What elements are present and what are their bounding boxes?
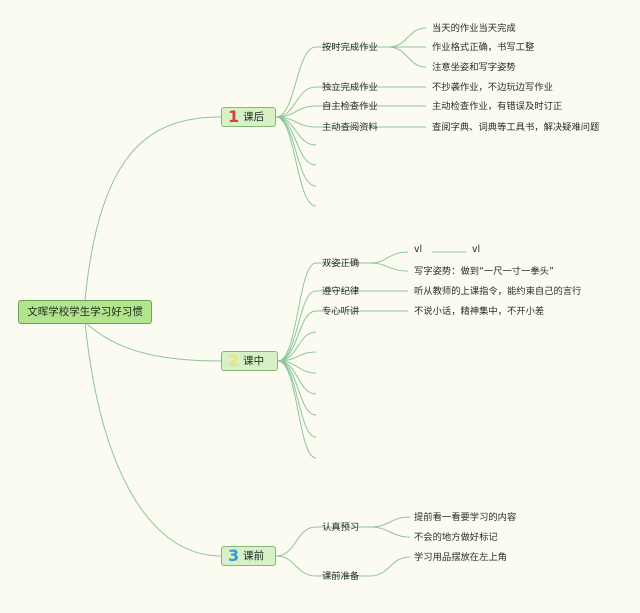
leaf-label[interactable]: 作业格式正确，书写工整 [432,42,535,53]
leaf-label[interactable]: 注意坐姿和写字姿势 [432,62,516,73]
leaf-label[interactable]: 写字姿势：做到“一尺一寸一拳头” [414,266,554,277]
leaf-label[interactable]: 不抄袭作业，不边玩边写作业 [432,82,553,93]
topic-label[interactable]: 自主检查作业 [322,101,378,112]
branch-label: 课后 [243,111,265,123]
topic-label[interactable]: 按时完成作业 [322,42,378,53]
branch-label: 课前 [243,550,265,562]
topic-label[interactable]: 双姿正确 [322,258,360,269]
leaf-label[interactable]: 当天的作业当天完成 [432,23,516,34]
topic-label[interactable]: 遵守纪律 [322,286,360,297]
leaf-label[interactable]: 查阅字典、词典等工具书，解决疑难问题 [432,122,600,133]
branch-after-class[interactable]: 1 课后 [221,107,276,127]
branch-number: 1 [228,107,240,126]
leaf-label[interactable]: 学习用品摆放在左上角 [414,552,507,563]
branch-in-class[interactable]: 2 课中 [221,351,278,371]
leaf-label[interactable]: 不会的地方做好标记 [414,532,498,543]
branch-number: 3 [228,546,240,565]
branch-number: 2 [228,351,240,370]
topic-label[interactable]: 主动查阅资料 [322,122,378,133]
topic-label[interactable]: 独立完成作业 [322,82,378,93]
topic-label[interactable]: 认真预习 [322,522,360,533]
leaf-label[interactable]: 主动检查作业，有错误及时订正 [432,101,563,112]
root-node[interactable]: 文晖学校学生学习好习惯 [18,300,152,324]
branch-before-class[interactable]: 3 课前 [221,546,276,566]
topic-label[interactable]: 专心听讲 [322,306,360,317]
topic-label[interactable]: 课前准备 [322,571,360,582]
leaf-label[interactable]: 提前看一看要学习的内容 [414,512,517,523]
leaf-label[interactable]: vl [472,244,481,255]
leaf-label[interactable]: vl [414,244,423,255]
leaf-label[interactable]: 听从教师的上课指令，能约束自己的言行 [414,286,582,297]
leaf-label[interactable]: 不说小话，精神集中，不开小差 [414,306,545,317]
branch-label: 课中 [243,355,265,367]
